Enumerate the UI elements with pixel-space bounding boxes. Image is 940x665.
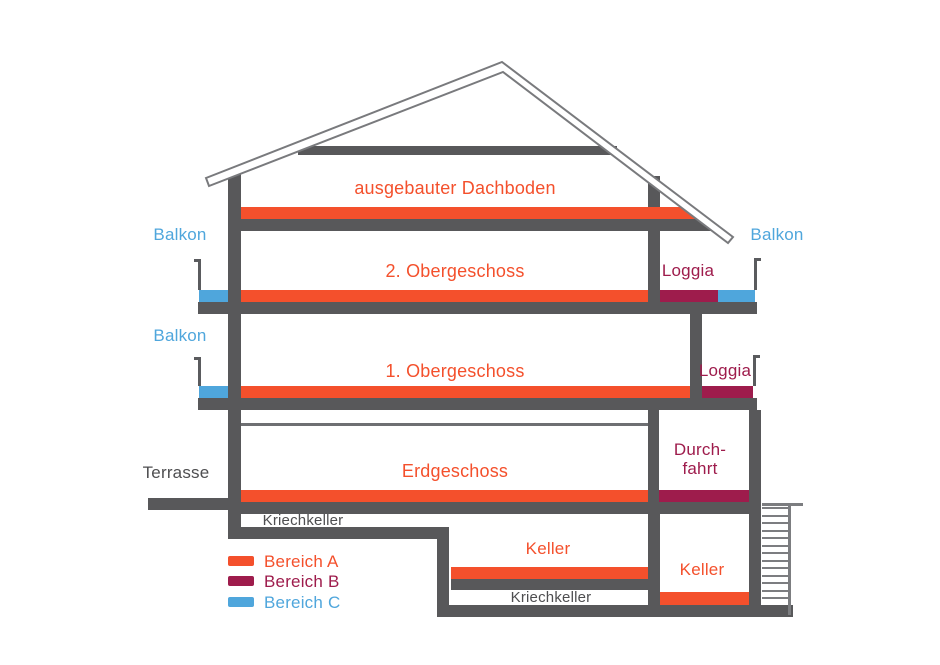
basement-step-wall bbox=[437, 527, 449, 617]
floor1-right-loggia-railing bbox=[753, 355, 756, 386]
passage-left-wall bbox=[648, 410, 659, 502]
label-passage: Durch- fahrt bbox=[674, 440, 726, 478]
floor2-right-balcony-railing-cap bbox=[754, 258, 761, 261]
floor2-loggia-wall bbox=[648, 231, 660, 302]
staircase-landing-line bbox=[762, 503, 803, 506]
floor1-area-a-bar bbox=[241, 386, 690, 398]
terrace-ground-bar bbox=[148, 498, 228, 510]
label-attic: ausgebauter Dachboden bbox=[354, 178, 556, 198]
label-basement-right: Keller bbox=[679, 560, 725, 579]
label-loggia-2og: Loggia bbox=[661, 261, 715, 280]
basement-right-wall bbox=[648, 514, 660, 617]
crawlspace-floor-left bbox=[228, 527, 449, 539]
floor1-right-loggia-railing-cap bbox=[753, 355, 760, 358]
floor1-loggia-area-b-bar bbox=[702, 386, 753, 398]
legend-swatch-bereich-c bbox=[228, 597, 254, 607]
ground-floor-ceiling-line bbox=[241, 423, 648, 426]
staircase-right-edge bbox=[788, 505, 791, 615]
basement-right-area-a-bar bbox=[660, 592, 749, 605]
floor2-loggia-area-b-bar bbox=[660, 290, 718, 302]
label-balcony-2og-left: Balkon bbox=[153, 225, 207, 244]
floor1-left-balcony-railing-cap bbox=[194, 357, 201, 360]
label-terrace: Terrasse bbox=[142, 463, 210, 482]
basement-inner-floor-slab bbox=[451, 579, 648, 590]
basement-area-a-bar bbox=[451, 567, 648, 579]
attic-floor-slab bbox=[228, 219, 716, 231]
legend-label-bereich-a: Bereich A bbox=[264, 552, 339, 571]
ground-floor-area-a-bar bbox=[241, 490, 648, 502]
foundation-bottom-bar bbox=[437, 605, 793, 617]
label-balcony-2og-right: Balkon bbox=[750, 225, 804, 244]
label-floor2: 2. Obergeschoss bbox=[385, 261, 525, 281]
passage-area-b-bar bbox=[659, 490, 749, 502]
floor2-floor-slab bbox=[198, 302, 757, 314]
label-crawlspace-basement: Kriechkeller bbox=[510, 589, 592, 606]
label-floor1: 1. Obergeschoss bbox=[385, 361, 525, 381]
floor2-left-balcony-area-c-bar bbox=[199, 290, 228, 302]
label-crawlspace-left: Kriechkeller bbox=[262, 512, 344, 529]
label-ground-floor: Erdgeschoss bbox=[401, 461, 509, 481]
legend-swatch-bereich-b bbox=[228, 576, 254, 586]
label-balcony-1og-left: Balkon bbox=[153, 326, 207, 345]
legend-label-bereich-b: Bereich B bbox=[264, 572, 340, 591]
label-passage-line2: fahrt bbox=[682, 459, 718, 478]
floor2-area-a-bar bbox=[241, 290, 648, 302]
legend-label-bereich-c: Bereich C bbox=[264, 593, 341, 612]
legend-swatch-bereich-a bbox=[228, 556, 254, 566]
roof-band bbox=[204, 60, 735, 245]
floor2-left-balcony-railing bbox=[198, 259, 201, 290]
floor2-right-balcony-area-c-bar bbox=[718, 290, 755, 302]
label-basement: Keller bbox=[525, 539, 571, 558]
floor2-right-balcony-railing bbox=[754, 258, 757, 290]
label-loggia-1og: Loggia bbox=[698, 361, 752, 380]
ground-floor-slab bbox=[228, 502, 761, 514]
floor1-loggia-wall bbox=[690, 314, 702, 398]
label-passage-line1: Durch- bbox=[673, 440, 727, 459]
floor1-floor-slab bbox=[198, 398, 757, 410]
floor1-left-balcony-railing bbox=[198, 357, 201, 386]
left-exterior-wall bbox=[228, 169, 241, 539]
floor1-left-balcony-area-c-bar bbox=[199, 386, 228, 398]
attic-collar-beam bbox=[298, 146, 617, 155]
attic-floor-area-a-bar bbox=[241, 207, 700, 219]
floor2-left-balcony-railing-cap bbox=[194, 259, 201, 262]
